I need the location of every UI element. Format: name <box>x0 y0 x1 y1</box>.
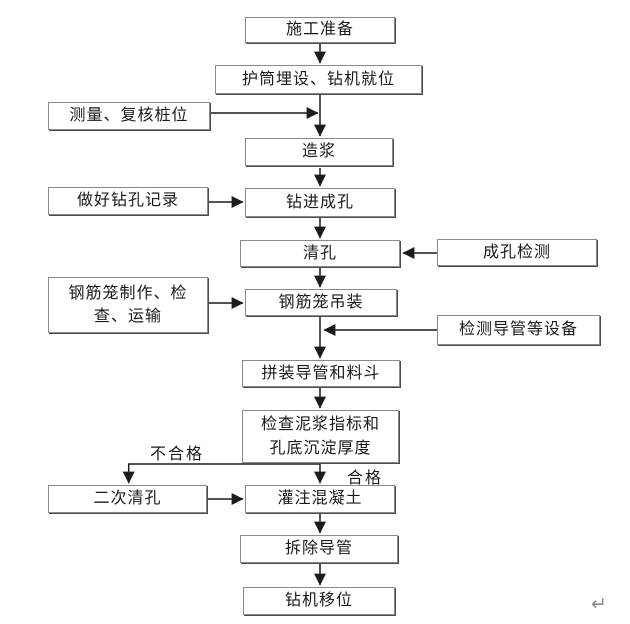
branch-label-fail: 不合格 <box>150 446 205 463</box>
node-cage-hoisting: 钢筋笼吊装 <box>245 289 397 316</box>
node-drill-hole: 钻进成孔 <box>245 188 395 217</box>
node-pour-concrete: 灌注混凝土 <box>245 485 395 513</box>
node-rig-relocation: 钻机移位 <box>243 587 395 615</box>
node-slurry-sediment-check: 检查泥浆指标和 孔底沉淀厚度 <box>242 410 399 463</box>
arrow-fail-to-reclean <box>122 463 320 484</box>
node-second-cleaning: 二次清孔 <box>48 485 207 513</box>
node-survey-pile-position: 测量、复核桩位 <box>48 102 210 130</box>
branch-label-pass: 合格 <box>347 470 384 487</box>
node-casing-rig-position: 护筒埋设、钻机就位 <box>215 65 422 94</box>
node-make-slurry: 造浆 <box>245 138 393 166</box>
node-assemble-conduit-hopper: 拼装导管和料斗 <box>242 360 400 387</box>
node-remove-conduit: 拆除导管 <box>240 535 398 563</box>
node-hole-inspection: 成孔检测 <box>437 239 597 266</box>
node-cage-fabrication: 钢筋笼制作、检 查、运输 <box>48 277 208 333</box>
node-clean-hole: 清孔 <box>240 240 400 267</box>
node-drilling-record: 做好钻孔记录 <box>48 187 208 215</box>
return-mark: ↵ <box>591 593 607 615</box>
node-construction-prep: 施工准备 <box>245 17 395 43</box>
node-conduit-equipment-check: 检测导管等设备 <box>437 315 600 345</box>
